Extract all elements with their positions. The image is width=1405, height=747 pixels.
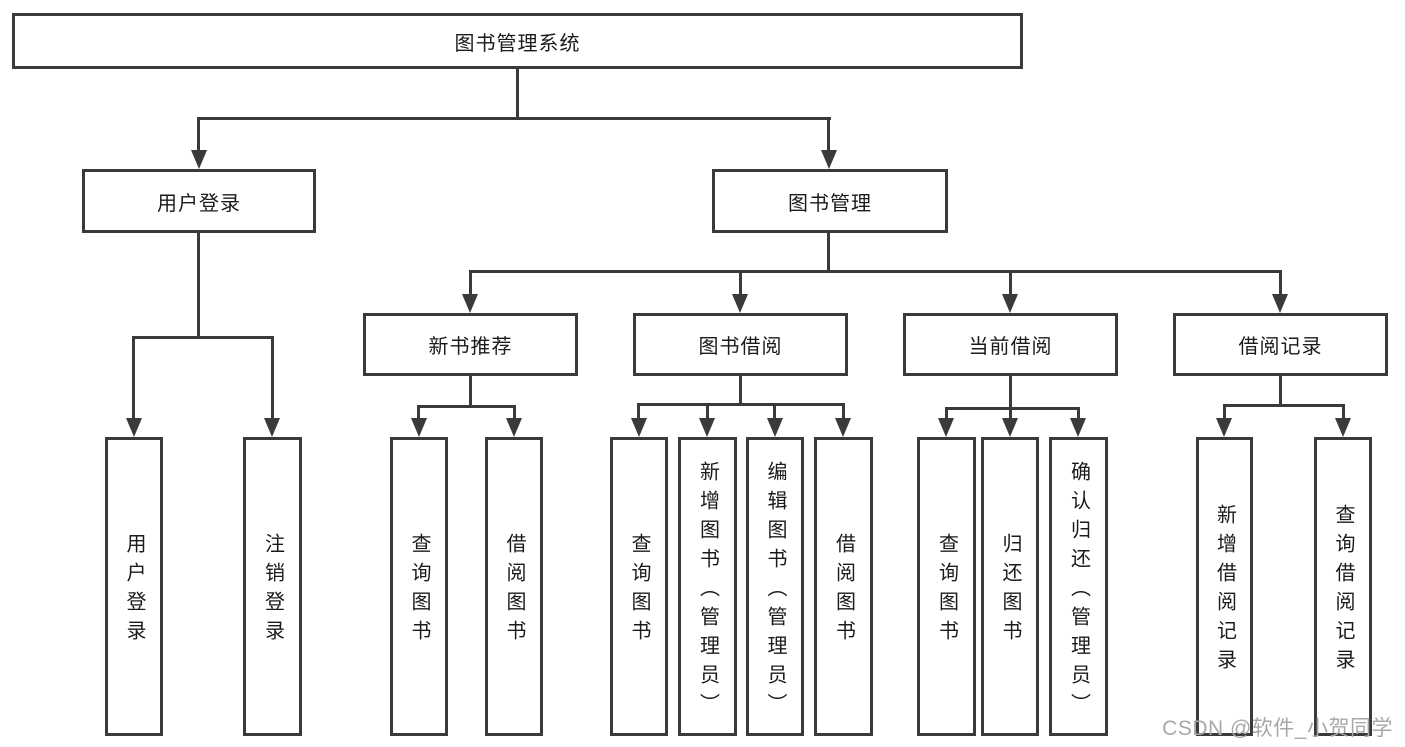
connector-vline <box>513 405 516 419</box>
node-label: 图书管理 <box>788 192 872 215</box>
node-label: 新增图书（管理员） <box>696 460 719 722</box>
connector-vline <box>417 405 420 419</box>
arrowhead-down-icon <box>631 418 647 437</box>
node-borrowing-query-books: 查询图书 <box>610 437 668 736</box>
node-label: 用户登录 <box>123 533 145 649</box>
connector-vline <box>469 270 472 296</box>
arrowhead-down-icon <box>699 418 715 437</box>
node-label: 借阅记录 <box>1238 336 1323 358</box>
connector-vline <box>1009 270 1012 296</box>
connector-vline <box>271 336 274 419</box>
connector-vline <box>1009 374 1012 409</box>
arrowhead-down-icon <box>1216 418 1232 437</box>
connector-hline <box>469 270 1282 273</box>
arrowhead-down-icon <box>732 294 748 313</box>
arrowhead-down-icon <box>938 418 954 437</box>
connector-vline <box>827 117 830 151</box>
node-book-borrowing: 图书借阅 <box>633 313 848 376</box>
arrowhead-down-icon <box>1272 294 1288 313</box>
connector-vline <box>197 117 200 151</box>
connector-hline <box>132 336 274 339</box>
node-label: 借阅图书 <box>832 533 855 649</box>
connector-vline <box>1077 407 1080 419</box>
arrowhead-down-icon <box>506 418 522 437</box>
node-current-confirm-return-admin: 确认归还（管理员） <box>1049 437 1108 736</box>
connector-vline <box>1342 404 1345 419</box>
arrowhead-down-icon <box>1335 418 1351 437</box>
node-label: 查询图书 <box>935 533 958 649</box>
arrowhead-down-icon <box>264 418 280 437</box>
arrowhead-down-icon <box>191 150 207 169</box>
arrowhead-down-icon <box>821 150 837 169</box>
node-root: 图书管理系统 <box>12 13 1023 69</box>
node-root-label: 图书管理系统 <box>454 32 581 55</box>
connector-hline <box>1223 404 1345 407</box>
connector-vline <box>1279 270 1282 296</box>
connector-hline <box>945 407 1080 410</box>
connector-vline <box>132 336 135 419</box>
node-label: 当前借阅 <box>968 336 1053 358</box>
connector-vline <box>773 403 776 419</box>
arrowhead-down-icon <box>126 418 142 437</box>
arrowhead-down-icon <box>767 418 783 437</box>
connector-hline <box>197 117 831 120</box>
connector-vline <box>739 270 742 296</box>
node-recommend-borrow-books: 借阅图书 <box>485 437 543 736</box>
arrowhead-down-icon <box>1002 294 1018 313</box>
connector-vline <box>469 374 472 408</box>
connector-vline <box>706 403 709 419</box>
node-label: 查询借阅记录 <box>1332 504 1354 678</box>
node-label: 查询图书 <box>408 533 430 649</box>
node-user-login: 用户登录 <box>82 169 316 233</box>
arrowhead-down-icon <box>411 418 427 437</box>
node-label: 新增借阅记录 <box>1213 504 1236 678</box>
csdn-watermark: CSDN @软件_小贺同学 <box>1162 717 1393 740</box>
node-records-add-record: 新增借阅记录 <box>1196 437 1253 736</box>
connector-vline <box>945 407 948 419</box>
node-label: 用户登录 <box>157 192 241 215</box>
node-label: 确认归还（管理员） <box>1067 460 1090 722</box>
node-recommend-query-books: 查询图书 <box>390 437 448 736</box>
connector-vline <box>1279 374 1282 406</box>
node-login-logout: 注销登录 <box>243 437 302 736</box>
connector-hline <box>637 403 845 406</box>
connector-vline <box>1223 404 1226 419</box>
node-label: 图书借阅 <box>698 336 783 358</box>
arrowhead-down-icon <box>835 418 851 437</box>
arrowhead-down-icon <box>1070 418 1086 437</box>
node-login-user-login: 用户登录 <box>105 437 163 736</box>
connector-vline <box>516 69 519 119</box>
connector-vline <box>637 403 640 419</box>
node-borrowing-add-books-admin: 新增图书（管理员） <box>678 437 737 736</box>
node-book-management: 图书管理 <box>712 169 948 233</box>
arrowhead-down-icon <box>462 294 478 313</box>
connector-hline <box>417 405 516 408</box>
connector-vline <box>842 403 845 419</box>
connector-vline <box>197 231 200 337</box>
node-label: 归还图书 <box>999 533 1021 649</box>
arrowhead-down-icon <box>1002 418 1018 437</box>
node-borrowing-records: 借阅记录 <box>1173 313 1388 376</box>
node-label: 注销登录 <box>261 533 284 649</box>
node-label: 新书推荐 <box>428 336 513 358</box>
node-current-query-books: 查询图书 <box>917 437 976 736</box>
node-records-query-record: 查询借阅记录 <box>1314 437 1372 736</box>
node-label: 编辑图书（管理员） <box>764 460 786 722</box>
node-current-borrowing: 当前借阅 <box>903 313 1118 376</box>
node-borrowing-borrow-books: 借阅图书 <box>814 437 873 736</box>
connector-vline <box>1009 407 1012 419</box>
node-borrowing-edit-books-admin: 编辑图书（管理员） <box>746 437 804 736</box>
connector-vline <box>827 231 830 272</box>
node-current-return-books: 归还图书 <box>981 437 1039 736</box>
node-label: 借阅图书 <box>503 533 525 649</box>
node-label: 查询图书 <box>628 533 650 649</box>
node-new-book-recommend: 新书推荐 <box>363 313 578 376</box>
connector-vline <box>739 374 742 405</box>
